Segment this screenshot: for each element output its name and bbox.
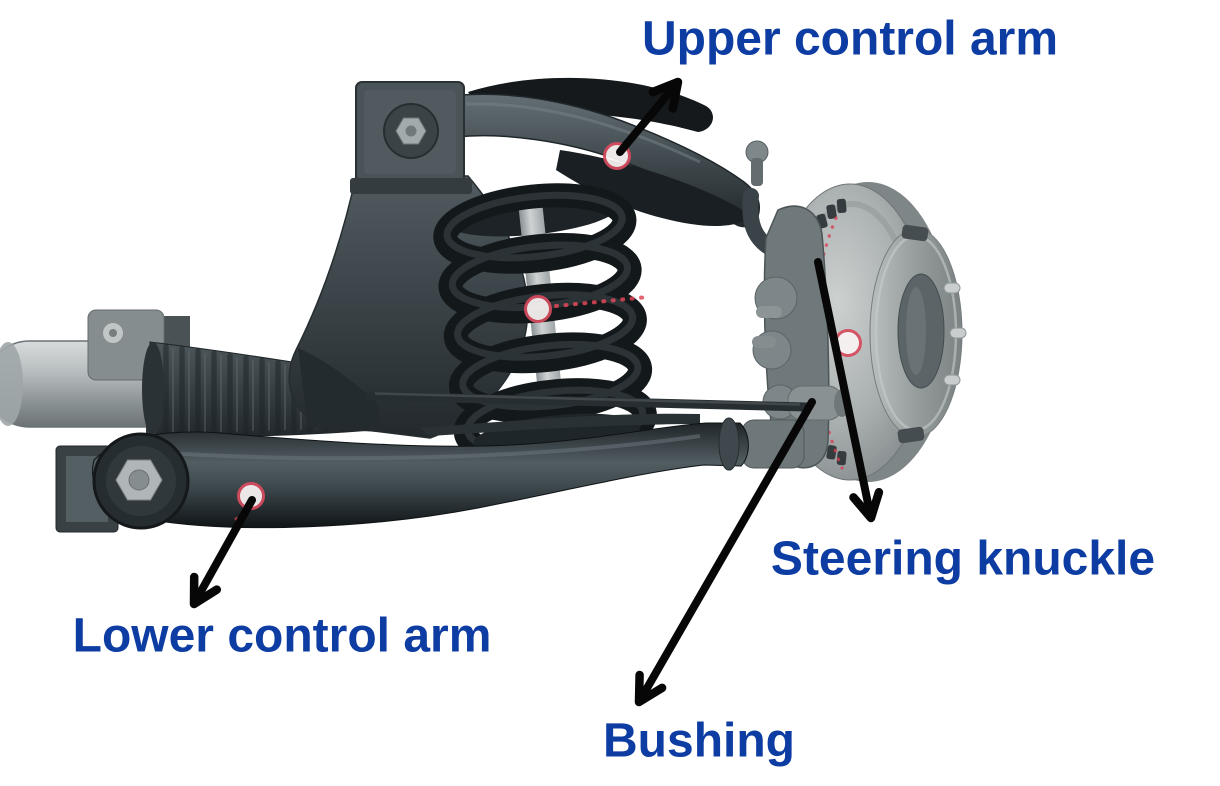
caliper-detail-1 xyxy=(756,306,782,318)
bushing-bolt-center xyxy=(128,469,150,491)
clamp-bolt-center xyxy=(109,329,117,337)
lower-arm-highlight xyxy=(149,434,701,461)
arrow-steering-knuckle xyxy=(814,258,874,518)
lower-arm-collar xyxy=(718,417,740,471)
marker-coil-spring xyxy=(524,295,552,323)
tie-rod-highlight xyxy=(374,392,801,406)
bracket-bolt-tip xyxy=(405,125,417,137)
arrow-bushing xyxy=(637,398,816,702)
frame-bracket xyxy=(350,81,472,194)
rotor-vent xyxy=(836,450,847,466)
upper-arm-underside-shadow xyxy=(556,150,752,226)
hub-notch-top xyxy=(901,224,929,242)
rotor-vent xyxy=(836,198,847,214)
red-dotted-artifact-spring xyxy=(554,295,650,308)
caliper-detail-2 xyxy=(752,336,776,348)
rotor-vent xyxy=(826,204,837,219)
arrowhead-lower-control-arm xyxy=(189,572,222,609)
ball-stud-stem xyxy=(751,158,763,186)
wheel-hub xyxy=(869,224,967,444)
pillar-foot xyxy=(298,348,380,432)
hub-notch-bottom xyxy=(897,426,925,444)
lower-arm-rear-edge xyxy=(420,413,700,436)
tie-rod xyxy=(365,391,811,412)
arrowhead-steering-knuckle xyxy=(849,487,884,523)
tie-rod-shaft xyxy=(365,391,811,412)
bracket-lip xyxy=(350,178,472,194)
hub-cap-highlight xyxy=(906,287,926,375)
upper-arm-rib xyxy=(465,102,701,164)
boot-left-cap xyxy=(142,342,164,436)
arrowhead-upper-control-arm xyxy=(648,77,683,113)
arrow-lower-control-arm xyxy=(192,496,256,604)
arrow-upper-control-arm xyxy=(616,81,679,156)
rotor-vent xyxy=(826,445,837,460)
arrowhead-bushing xyxy=(634,670,667,707)
wheel-studs xyxy=(943,282,967,386)
rack-end-cap xyxy=(0,342,23,426)
